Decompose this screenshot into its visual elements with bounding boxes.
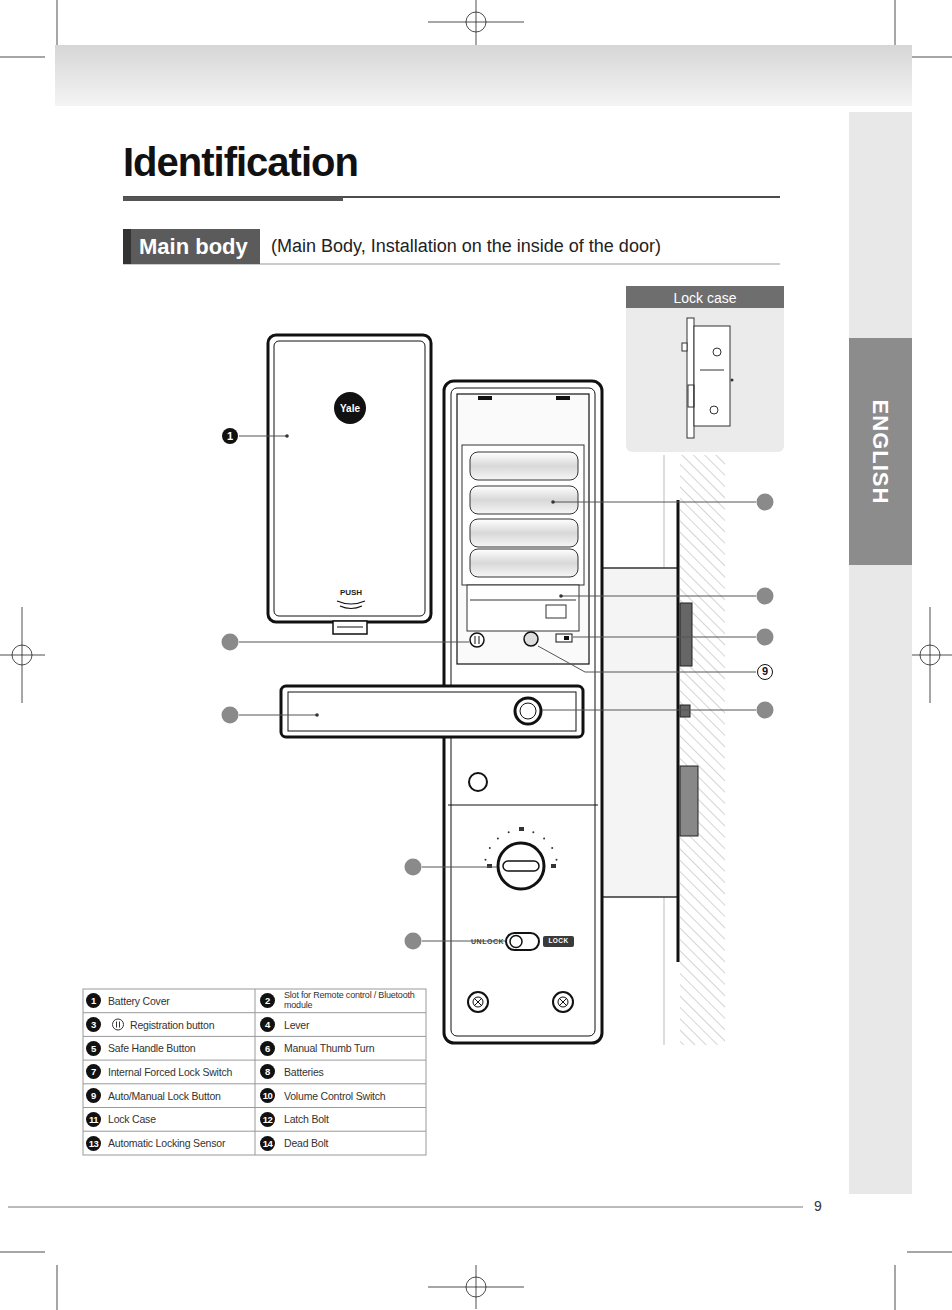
leader-dots (285, 434, 563, 717)
table-number: 4 (260, 1017, 275, 1032)
table-cell: Volume Control Switch (284, 1090, 385, 1102)
parts-table (83, 989, 426, 1155)
table-number: 13 (86, 1136, 101, 1151)
table-cell: Latch Bolt (284, 1113, 329, 1125)
lock-case-panel: Lock case (626, 286, 784, 452)
table-cell: Safe Handle Button (108, 1042, 195, 1054)
header-band (55, 45, 912, 106)
table-number: 1 (86, 993, 101, 1008)
battery-cover (268, 335, 431, 634)
registration-icon (113, 1019, 124, 1030)
lock-case-figure (626, 286, 784, 452)
table-cell: Lever (284, 1019, 309, 1031)
lock-badge-text: LOCK (548, 938, 568, 945)
table-number: 3 (86, 1017, 101, 1032)
table-cell: Dead Bolt (284, 1137, 328, 1149)
table-number: 12 (260, 1112, 275, 1127)
callout-number: 9 (757, 664, 773, 680)
push-marking: PUSH (326, 587, 376, 598)
language-tab-text: ENGLISH (868, 399, 894, 504)
table-cell: Automatic Locking Sensor (108, 1137, 225, 1149)
footer-rule (8, 1207, 803, 1208)
title-rule-accent (123, 197, 343, 201)
table-number: 9 (86, 1088, 101, 1103)
table-number: 7 (86, 1064, 101, 1079)
table-number: 8 (260, 1064, 275, 1079)
table-number: 14 (260, 1136, 275, 1151)
section-subtitle: (Main Body, Installation on the inside o… (271, 233, 661, 259)
section-heading: Main body (123, 229, 260, 264)
table-number: 10 (260, 1088, 275, 1103)
language-tab: ENGLISH (849, 338, 912, 565)
door-wall (601, 455, 725, 1045)
switch-marking: UNLOCK (462, 937, 504, 947)
table-cell: Internal Forced Lock Switch (108, 1066, 232, 1078)
table-number: 11 (86, 1112, 101, 1127)
lock-badge: LOCK (543, 936, 574, 947)
side-bar (849, 112, 912, 1194)
main-body-housing (281, 381, 602, 1043)
table-cell: Lock Case (108, 1113, 156, 1125)
panel-heading: Lock case (673, 290, 736, 306)
callout-number: 1 (222, 428, 238, 444)
table-cell: Battery Cover (108, 995, 170, 1007)
table-number: 2 (260, 993, 275, 1008)
section-heading-text: Main body (139, 234, 248, 260)
table-cell: Batteries (284, 1066, 324, 1078)
table-cell: Slot for Remote control / Bluetooth modu… (284, 991, 425, 1010)
table-number: 6 (260, 1041, 275, 1056)
logo-badge: Yale (334, 392, 366, 424)
table-cell: Manual Thumb Turn (284, 1042, 374, 1054)
callout-markers (222, 494, 774, 950)
table-cell: Auto/Manual Lock Button (108, 1090, 221, 1102)
logo-text: Yale (340, 403, 360, 414)
table-number: 5 (86, 1041, 101, 1056)
table-cell: Registration button (130, 1019, 214, 1031)
page-number: 9 (814, 1197, 834, 1215)
leader-lines (239, 436, 756, 941)
page-title: Identification (123, 138, 358, 186)
